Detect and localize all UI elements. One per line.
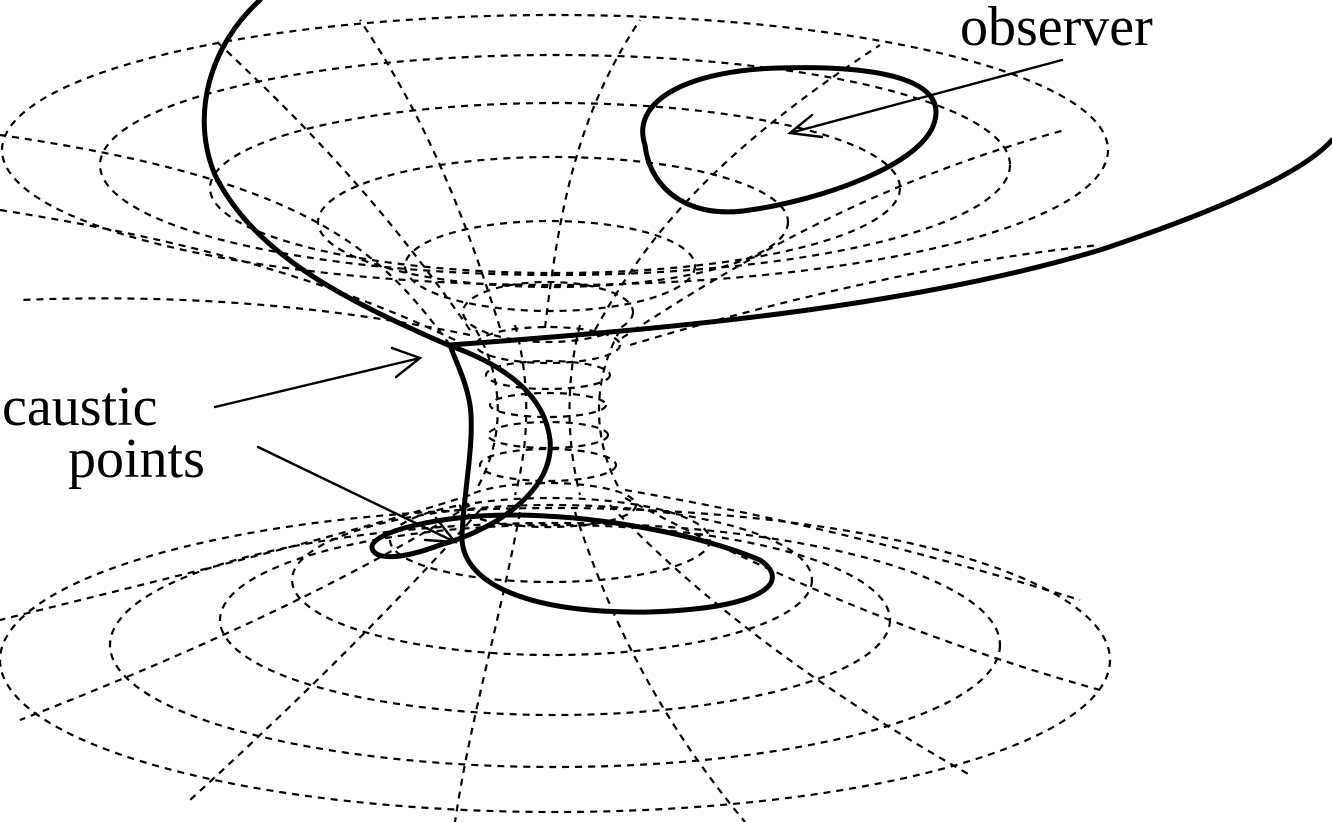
upper-sheet-grid (0, 13, 1110, 344)
throat-grid (474, 324, 622, 496)
observer-loop (640, 65, 939, 215)
observer-label: observer (960, 0, 1153, 58)
observer-arrow (787, 58, 1064, 139)
caustic-arrow-lower (256, 445, 458, 544)
geodesic-curve (201, 0, 1332, 615)
lower-meridians (0, 488, 1101, 822)
upper-meridians (0, 19, 1101, 347)
caustic-label-line2: points (68, 428, 205, 490)
lower-sheet-grid (0, 481, 1111, 814)
caustic-arrow-upper (213, 346, 423, 409)
caustic-label-line1: caustic (2, 376, 157, 438)
